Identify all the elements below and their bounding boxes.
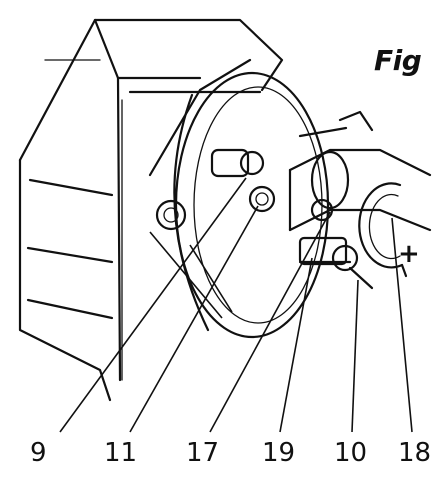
leader-9 — [59, 177, 247, 433]
leader-lines — [59, 177, 413, 433]
leader-17 — [209, 211, 331, 433]
leader-10 — [351, 279, 359, 433]
figure-caption: Fig — [374, 44, 422, 77]
bracket-line-b — [189, 244, 233, 313]
leader-19 — [279, 257, 313, 433]
clamp-17 — [210, 148, 265, 178]
motor-housing — [18, 18, 284, 402]
brush-holder-assembly — [288, 110, 432, 290]
callout-11: 11 — [104, 438, 138, 468]
leader-11 — [129, 205, 259, 433]
callout-17: 17 — [186, 438, 220, 468]
terminal-ring-18 — [358, 182, 408, 278]
screw-11 — [248, 185, 276, 213]
screw-9 — [155, 199, 187, 231]
leader-18 — [391, 217, 413, 433]
bracket-line-a — [149, 231, 223, 319]
plus-sign: + — [398, 239, 420, 269]
callout-10: 10 — [334, 438, 368, 468]
callout-18: 18 — [398, 438, 432, 468]
callout-9: 9 — [30, 438, 47, 468]
callout-19: 19 — [262, 438, 296, 468]
